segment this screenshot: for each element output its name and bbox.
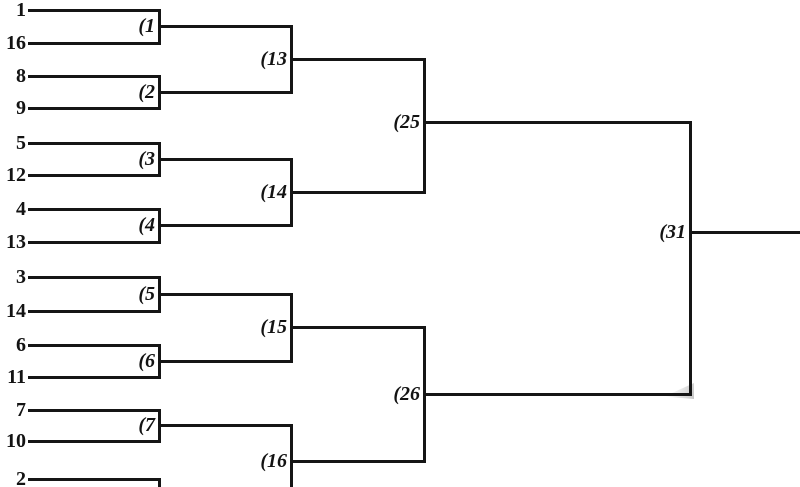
bracket-line <box>28 142 161 145</box>
bracket-line <box>423 121 692 124</box>
match-label: (16 <box>260 450 287 472</box>
bracket-line <box>689 231 800 234</box>
seed-label: 4 <box>16 198 26 220</box>
match-label: (3 <box>138 148 155 170</box>
match-label: (13 <box>260 48 287 70</box>
bracket-line <box>28 42 161 45</box>
bracket-line <box>28 174 161 177</box>
bracket-line <box>28 478 161 481</box>
bracket-line <box>28 241 161 244</box>
match-label: (7 <box>138 414 155 436</box>
match-label: (1 <box>138 15 155 37</box>
bracket-line <box>158 25 293 28</box>
bracket-line <box>290 58 426 61</box>
seed-label: 16 <box>6 32 26 54</box>
bracket-line <box>158 224 293 227</box>
seed-label: 7 <box>16 399 26 421</box>
seed-label: 9 <box>16 97 26 119</box>
bracket-line <box>28 9 161 12</box>
bracket-line <box>28 440 161 443</box>
match-label: (25 <box>393 111 420 133</box>
bracket-line <box>158 360 293 363</box>
seed-label: 6 <box>16 334 26 356</box>
match-label: (4 <box>138 214 155 236</box>
bracket-line <box>28 276 161 279</box>
bracket-line <box>158 91 293 94</box>
seed-label: 10 <box>6 430 26 452</box>
bracket-line <box>28 208 161 211</box>
bracket-line <box>158 424 293 427</box>
match-label: (31 <box>659 221 686 243</box>
bracket-line <box>290 326 426 329</box>
bracket-line <box>158 158 293 161</box>
seed-label: 12 <box>6 164 26 186</box>
bracket-line <box>290 424 293 487</box>
bracket-line <box>28 75 161 78</box>
bracket-line <box>423 393 692 396</box>
match-label: (26 <box>393 383 420 405</box>
seed-label: 11 <box>7 366 26 388</box>
seed-label: 3 <box>16 266 26 288</box>
seed-label: 2 <box>16 468 26 487</box>
bracket-line <box>290 460 426 463</box>
bracket-line <box>689 121 692 396</box>
seed-label: 13 <box>6 231 26 253</box>
bracket-line <box>28 310 161 313</box>
match-label: (2 <box>138 81 155 103</box>
bracket-line <box>28 344 161 347</box>
bracket-line <box>28 409 161 412</box>
bracket-line <box>158 293 293 296</box>
seed-label: 8 <box>16 65 26 87</box>
match-label: (5 <box>138 283 155 305</box>
bracket-line <box>28 107 161 110</box>
seed-label: 1 <box>16 0 26 21</box>
match-label: (15 <box>260 316 287 338</box>
bracket-line <box>290 191 426 194</box>
seed-label: 14 <box>6 300 26 322</box>
bracket-line <box>158 478 161 487</box>
bracket-line <box>28 376 161 379</box>
seed-label: 5 <box>16 132 26 154</box>
bracket-line <box>423 58 426 194</box>
match-label: (14 <box>260 181 287 203</box>
match-label: (6 <box>138 350 155 372</box>
